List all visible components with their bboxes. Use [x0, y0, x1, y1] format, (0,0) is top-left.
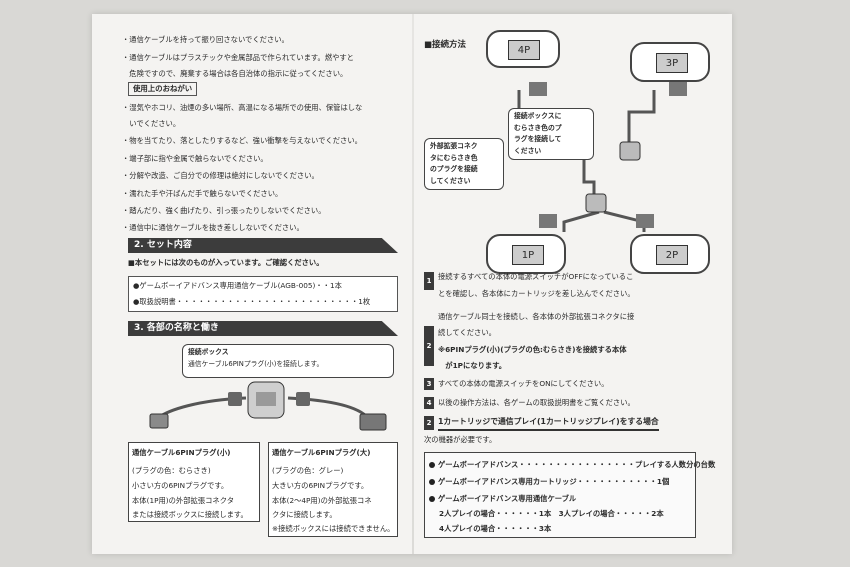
step-text: 接続するすべての本体の電源スイッチがOFFになっているこ	[438, 272, 634, 281]
needs-item: ゲームボーイアドバンス・・・・・・・・・・・・・・・・プレイする人数分の台数	[429, 457, 715, 472]
caution-line: ・通信ケーブルはプラスチックや金属部品で作られています。燃やすと	[122, 53, 354, 62]
player-label: 1P	[512, 245, 544, 265]
cable-diagram	[149, 381, 387, 431]
right-page: ■接続方法 4P 3P 1P 2P	[424, 14, 724, 554]
section-2-intro: ■本セットには次のものが入っています。ご確認ください。	[128, 258, 324, 267]
step-text: すべての本体の電源スイッチをONにしてください。	[438, 379, 609, 388]
large-plug-box: 通信ケーブル6PINプラグ(大) (プラグの色：グレー) 大きい方の6PINプラ…	[268, 442, 398, 537]
subsection-number: 2	[424, 416, 434, 430]
console-1p: 1P	[486, 234, 566, 274]
player-label: 4P	[508, 40, 540, 60]
step-number: 3	[424, 378, 434, 390]
small-plug-desc: または接続ボックスに接続します。	[132, 510, 248, 519]
page-fold	[412, 14, 414, 554]
step-number: 4	[424, 397, 434, 409]
usage-heading: 使用上のおねがい	[128, 82, 198, 96]
connect-box-callout: 接続ボックス 通信ケーブル6PINプラグ(小)を接続します。	[182, 344, 394, 378]
needs-box: ゲームボーイアドバンス・・・・・・・・・・・・・・・・プレイする人数分の台数 ゲ…	[424, 452, 715, 538]
needs-item: ゲームボーイアドバンス専用通信ケーブル	[429, 491, 576, 506]
large-plug-desc: クタに接続します。	[272, 510, 337, 519]
cable-count: 4人プレイの場合・・・・・・3本	[439, 524, 552, 533]
usage-item: ・物を当てたり、落としたりするなど、強い衝撃を与えないでください。	[122, 136, 362, 145]
caution-line: ・通信ケーブルを持って振り回さないでください。	[122, 35, 289, 44]
step-text: 続してください。	[438, 328, 496, 337]
section-2-title: 2. セット内容	[128, 238, 398, 253]
large-plug-title: 通信ケーブル6PINプラグ(大)	[272, 448, 371, 457]
large-plug-color: (プラグの色：グレー)	[272, 466, 344, 475]
caution-line: 危険ですので、廃棄する場合は各自治体の指示に従ってください。	[122, 69, 348, 78]
step-note: ※6PINプラグ(小)(プラグの色:むらさき)を接続する本体	[438, 345, 627, 354]
large-plug-desc: 本体(2〜4P用)の外部拡張コネ	[272, 496, 372, 505]
small-plug-title: 通信ケーブル6PINプラグ(小)	[132, 448, 231, 457]
set-item: ●取扱説明書・・・・・・・・・・・・・・・・・・・・・・・・・1枚	[133, 297, 371, 306]
usage-item: ・通信中に通信ケーブルを抜き差ししないでください。	[122, 223, 304, 232]
usage-item: ・湿気やホコリ、油煙の多い場所、高温になる場所での使用、保管はしな	[122, 103, 363, 112]
connect-box-desc: 通信ケーブル6PINプラグ(小)を接続します。	[188, 359, 324, 368]
set-item: ●ゲームボーイアドバンス専用通信ケーブル(AGB-005)・・1本	[133, 281, 342, 290]
left-page: ・通信ケーブルを持って振り回さないでください。 ・通信ケーブルはプラスチックや金…	[122, 14, 412, 554]
usage-item: いでください。	[122, 119, 181, 128]
needs-item: ゲームボーイアドバンス専用カートリッジ・・・・・・・・・・・1個	[429, 474, 669, 489]
usage-item: ・濡れた手や汗ばんだ手で触らないでください。	[122, 189, 283, 198]
connect-box-label: 接続ボックス	[188, 348, 229, 356]
usage-item: ・分解や改造、ご自分での修理は絶対にしないでください。	[122, 171, 319, 180]
callout-connect-box: 接続ボックスに むらさき色のプ ラグを接続して ください	[508, 108, 594, 160]
small-plug-color: (プラグの色：むらさき)	[132, 466, 211, 475]
large-plug-note: ※接続ボックスには接続できません。	[272, 524, 395, 533]
console-2p: 2P	[630, 234, 710, 274]
set-contents-box: ●ゲームボーイアドバンス専用通信ケーブル(AGB-005)・・1本 ●取扱説明書…	[128, 276, 398, 312]
needs-intro: 次の機器が必要です。	[424, 435, 497, 444]
small-plug-box: 通信ケーブル6PINプラグ(小) (プラグの色：むらさき) 小さい方の6PINプ…	[128, 442, 260, 522]
usage-item: ・踏んだり、強く曲げたり、引っ張ったりしないでください。	[122, 206, 326, 215]
player-label: 2P	[656, 245, 688, 265]
method-title: ■接続方法	[424, 40, 467, 50]
small-plug-desc: 本体(1P用)の外部拡張コネクタ	[132, 496, 235, 505]
step-text: 以後の操作方法は、各ゲームの取扱説明書をご覧ください。	[438, 398, 635, 407]
section-3-title: 3. 各部の名称と働き	[128, 321, 398, 336]
step-text: とを確認し、各本体にカートリッジを差し込んでください。	[438, 289, 635, 298]
cable-count: 2人プレイの場合・・・・・・1本 3人プレイの場合・・・・・2本	[439, 509, 664, 518]
step-number: 1	[424, 272, 434, 290]
instruction-sheet: ・通信ケーブルを持って振り回さないでください。 ・通信ケーブルはプラスチックや金…	[92, 14, 732, 554]
small-plug-desc: 小さい方の6PINプラグです。	[132, 481, 229, 490]
large-plug-desc: 大きい方の6PINプラグです。	[272, 481, 369, 490]
subsection-title: 1カートリッジで通信プレイ(1カートリッジプレイ)をする場合	[438, 415, 659, 431]
console-4p: 4P	[486, 30, 560, 68]
step-note: が1Pになります。	[438, 361, 507, 370]
callout-external-connector: 外部拡張コネク タにむらさき色 のプラグを接続 してください	[424, 138, 504, 190]
step-text: 通信ケーブル同士を接続し、各本体の外部拡張コネクタに接	[438, 312, 635, 321]
console-3p: 3P	[630, 42, 710, 82]
step-number: 2	[424, 326, 434, 366]
player-label: 3P	[656, 53, 688, 73]
usage-item: ・端子部に指や金属で触らないでください。	[122, 154, 268, 163]
